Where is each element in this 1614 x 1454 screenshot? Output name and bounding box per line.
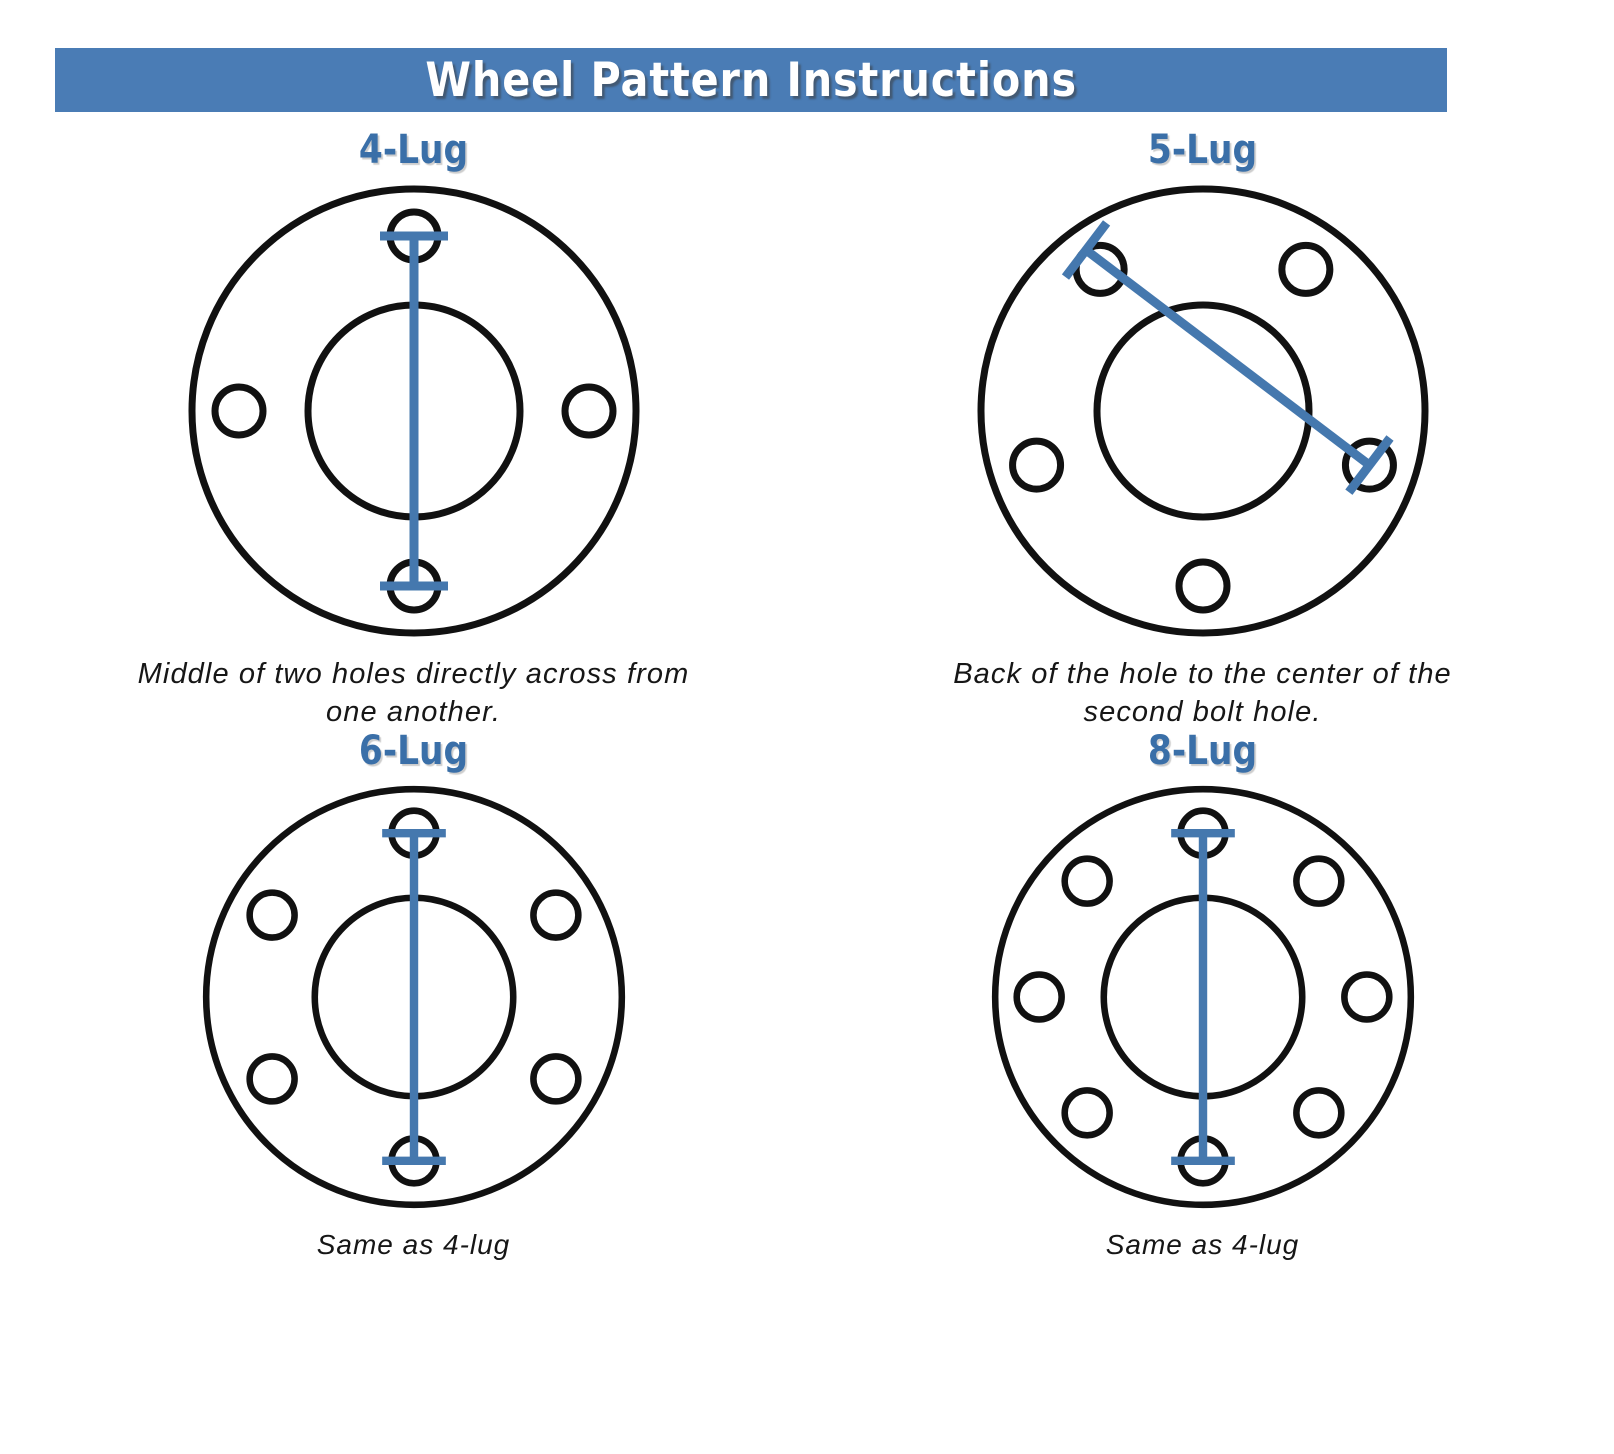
measure-cap-center [1344,435,1394,495]
lug-hole [1060,855,1113,908]
lug-hole [1277,241,1333,297]
wheel-caption-4-lug: Middle of two holes directly across from… [137,658,690,728]
wheel-caption-6-lug: Same as 4-lug [316,1229,511,1261]
wheel-diagram-4-lug [188,185,639,637]
lug-hole [1175,558,1230,614]
wheel-outer-circle [202,786,625,1209]
lug-hole [529,889,582,942]
wheel-title-5-lug: 5-Lug [1147,127,1258,173]
header-banner: Wheel Pattern Instructions [55,48,1447,112]
wheel-panel-4-lug: 4-Lug Middle of two holes directly acros… [10,130,817,731]
wheel-panel-8-lug: 8-Lug Same as 4-lug [799,731,1606,1263]
measurement-indicator [1170,829,1235,1166]
measurement-indicator [1061,220,1394,495]
wheel-hub-circle [1093,301,1312,521]
wheel-caption-8-lug: Same as 4-lug [1105,1229,1300,1261]
lug-hole [1012,971,1065,1024]
wheel-title-6-lug: 6-Lug [358,728,469,775]
wheel-panel-6-lug: 6-Lug Same as 4-lug [10,731,817,1263]
lug-hole [1340,971,1393,1024]
lug-hole [245,1053,298,1106]
page-title: Wheel Pattern Instructions [425,52,1077,108]
wheel-panel-5-lug: 5-Lug Back of the hole to the center of … [799,130,1606,731]
wheel-outer-circle [188,185,639,637]
lug-hole [1292,1087,1345,1139]
wheel-diagram-5-lug [977,185,1428,637]
wheel-outer-circle [991,786,1414,1209]
measure-line-shaft [1082,246,1372,469]
measure-cap-back [1061,220,1110,280]
lug-hole [1060,1087,1113,1139]
lug-hole [245,889,298,942]
measurement-indicator [381,829,446,1166]
wheel-diagram-grid: 4-Lug Middle of two holes directly acros… [0,130,1614,1264]
measurement-indicator [379,231,448,591]
wheel-title-8-lug: 8-Lug [1147,728,1258,775]
lug-hole [529,1053,582,1106]
wheel-outer-circle [977,185,1428,637]
lug-hole [1292,855,1345,908]
wheel-diagram-8-lug [991,786,1414,1209]
lug-hole [1341,437,1397,493]
wheel-title-4-lug: 4-Lug [358,127,469,173]
wheel-diagram-6-lug [202,786,625,1209]
wheel-caption-5-lug: Back of the hole to the center of the se… [953,658,1452,728]
lug-hole [211,383,266,439]
lug-hole [1008,437,1064,493]
lug-hole [561,383,616,439]
